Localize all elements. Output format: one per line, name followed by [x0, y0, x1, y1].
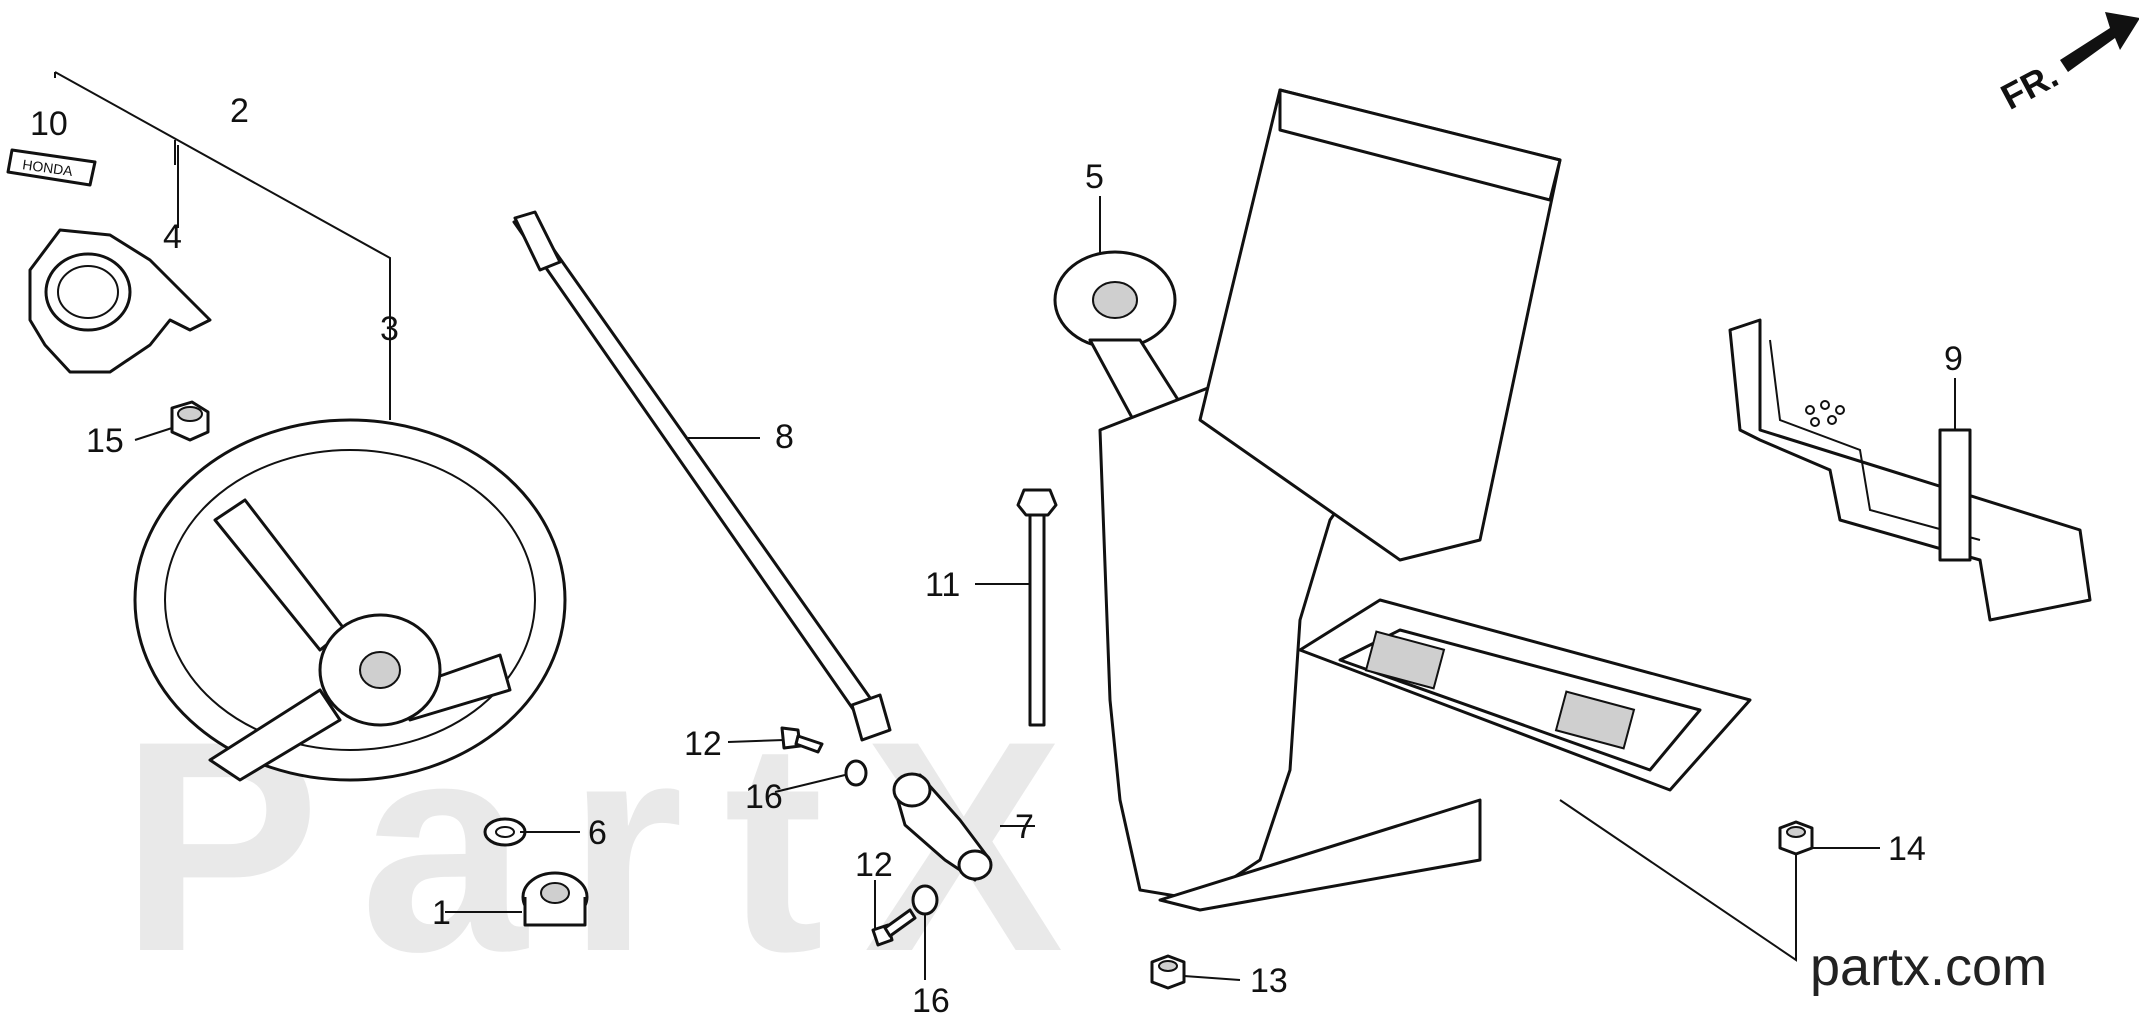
callout-10: 10: [30, 105, 68, 143]
callout-2: 2: [230, 92, 249, 130]
callout-16b: 16: [912, 982, 950, 1019]
bolt-11: [1016, 488, 1058, 727]
nut-13: [1150, 954, 1186, 990]
steering-shaft: [512, 210, 892, 742]
front-direction-arrow: FR.: [1994, 12, 2139, 118]
callout-7: 7: [1015, 808, 1034, 846]
nut-14: [1778, 820, 1814, 856]
bracket-holes: [1805, 400, 1845, 427]
callout-3: 3: [380, 310, 399, 348]
callout-16a: 16: [745, 778, 783, 816]
callout-15: 15: [86, 422, 124, 460]
honda-emblem: HONDA: [6, 148, 97, 187]
bracket-9: [1728, 318, 2092, 622]
leader-lines: [134, 196, 1956, 981]
washer-16b: [911, 884, 939, 916]
washer-16a: [844, 759, 868, 787]
callout-8: 8: [775, 418, 794, 456]
callout-6: 6: [588, 814, 607, 852]
callout-5: 5: [1085, 158, 1104, 196]
callout-14: 14: [1888, 830, 1926, 868]
bolt-12b: [871, 908, 917, 947]
column-base-frame: [1098, 88, 1752, 912]
bolt-12a: [780, 726, 824, 754]
callout-11: 11: [925, 566, 960, 604]
nut-15: [170, 400, 210, 442]
callout-1: 1: [432, 894, 451, 932]
front-label: FR.: [1994, 54, 2064, 117]
emblem-text: HONDA: [21, 156, 74, 179]
callout-4: 4: [163, 218, 182, 256]
nut-1: [521, 871, 589, 927]
callout-12b: 12: [855, 846, 893, 884]
callout-13: 13: [1250, 962, 1288, 1000]
callout-numbers: 10 2 4 3 15 8 5 9 11 12 16 7 6 12 1 16 1…: [30, 92, 1963, 1019]
callout-9: 9: [1944, 340, 1963, 378]
steering-wheel: [133, 418, 567, 782]
callout-12a: 12: [684, 725, 722, 763]
group-bracket: [54, 71, 391, 420]
horn-cover: [28, 228, 212, 374]
washer-6: [483, 817, 527, 847]
site-label: partx.com: [1810, 937, 2047, 997]
universal-joint: [892, 772, 993, 882]
